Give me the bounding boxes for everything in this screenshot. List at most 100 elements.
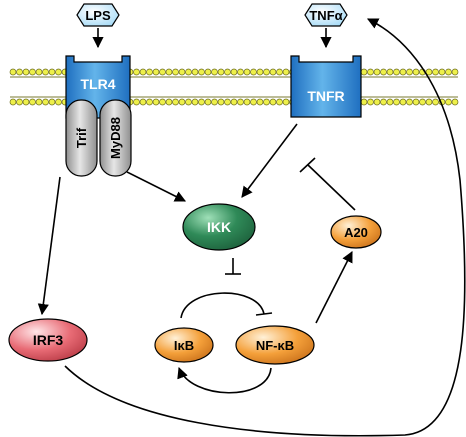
lipid-head [152, 98, 160, 106]
lipid-head [256, 68, 264, 76]
ikb-node: IκB [154, 327, 214, 363]
lipid-head [393, 68, 400, 76]
lipid-head [380, 68, 387, 76]
a20-node: A20 [330, 215, 382, 249]
lipid-head [230, 98, 238, 106]
lipid-head [191, 98, 199, 106]
lipid-head [217, 68, 225, 76]
lipid-head [282, 98, 290, 106]
lipid-head [224, 98, 231, 106]
myd88-label: MyD88 [108, 117, 123, 159]
lps-label: LPS [85, 8, 111, 23]
tnfa-node: TNFα [304, 3, 348, 27]
lipid-head [42, 68, 49, 76]
lipid-head [276, 68, 283, 76]
lipid-head [198, 98, 205, 106]
lipid-head [237, 68, 244, 76]
lipid-head [133, 68, 140, 76]
lipid-head [406, 98, 413, 106]
lipid-head [250, 68, 257, 76]
lipid-head [22, 68, 30, 76]
lipid-head [35, 68, 43, 76]
lps-node: LPS [76, 3, 120, 27]
tlr4-label: TLR4 [81, 76, 116, 92]
lipid-head [406, 68, 413, 76]
lipid-head [211, 68, 218, 76]
lipid-head [250, 98, 257, 106]
lipid-head [269, 68, 277, 76]
lipid-head [367, 68, 374, 76]
lipid-head [386, 68, 394, 76]
lipid-head [42, 98, 49, 106]
tnfr-receptor: TNFR [290, 55, 362, 118]
lipid-head [159, 68, 166, 76]
lipid-head [419, 98, 426, 106]
lipid-head [185, 68, 192, 76]
lipid-head [360, 68, 368, 76]
lipid-head [9, 98, 17, 106]
edge-trif-irf3 [37, 176, 61, 316]
lipid-head [445, 98, 452, 106]
lipid-head [191, 68, 199, 76]
lipid-head [22, 98, 30, 106]
lipid-head [438, 68, 446, 76]
edge-nfkb-a20 [315, 251, 353, 324]
lipid-head [425, 68, 433, 76]
lipid-head [9, 68, 17, 76]
irf3-label: IRF3 [33, 332, 64, 348]
lipid-head [263, 98, 270, 106]
lipid-head [237, 98, 244, 106]
ikk-label: IKK [207, 219, 231, 235]
lipid-head [445, 68, 452, 76]
lipid-head [139, 98, 147, 106]
lipid-head [16, 98, 23, 106]
edge-ikk-inhibit-ikb [225, 258, 241, 275]
lipid-head [399, 98, 407, 106]
edge-tnfr-ikk [241, 123, 298, 198]
lipid-head [282, 68, 290, 76]
lipid-head [178, 68, 186, 76]
edge-ikb-inhibit-nfkb [180, 292, 273, 319]
edges [37, 18, 466, 437]
lipid-head [204, 68, 212, 76]
lipid-head [373, 68, 381, 76]
myd88-adaptor: MyD88 [99, 99, 132, 177]
lipid-head [165, 68, 173, 76]
nfkb-node: NF-κB [235, 325, 315, 365]
lipid-head [451, 98, 459, 106]
lipid-head [432, 98, 439, 106]
lipid-head [269, 98, 277, 106]
lipid-head [165, 98, 173, 106]
ikb-label: IκB [174, 338, 194, 353]
lipid-head [451, 68, 459, 76]
edge-myd88-ikk [126, 171, 187, 202]
lipid-head [412, 68, 420, 76]
lipid-head [139, 68, 147, 76]
lipid-head [425, 98, 433, 106]
lipid-head [432, 68, 439, 76]
trif-adaptor: Trif [65, 99, 98, 177]
nfkb-label: NF-κB [256, 338, 294, 353]
lipid-head [276, 98, 283, 106]
lipid-head [48, 68, 56, 76]
lipid-head [146, 68, 153, 76]
lipid-head [48, 98, 56, 106]
lipid-head [360, 98, 368, 106]
lipid-head [224, 68, 231, 76]
lipid-head [185, 98, 192, 106]
lipid-head [217, 98, 225, 106]
lipid-head [146, 98, 153, 106]
ikk-node: IKK [182, 203, 256, 251]
lipid-head [263, 68, 270, 76]
lipid-head [133, 98, 140, 106]
lipid-head [380, 98, 387, 106]
lipid-head [29, 98, 36, 106]
lipid-head [29, 68, 36, 76]
trif-label: Trif [74, 127, 89, 148]
lipid-head [16, 68, 23, 76]
lipid-head [393, 98, 400, 106]
tnfa-label: TNFα [309, 8, 342, 23]
lipid-head [373, 98, 381, 106]
lipid-head [256, 98, 264, 106]
